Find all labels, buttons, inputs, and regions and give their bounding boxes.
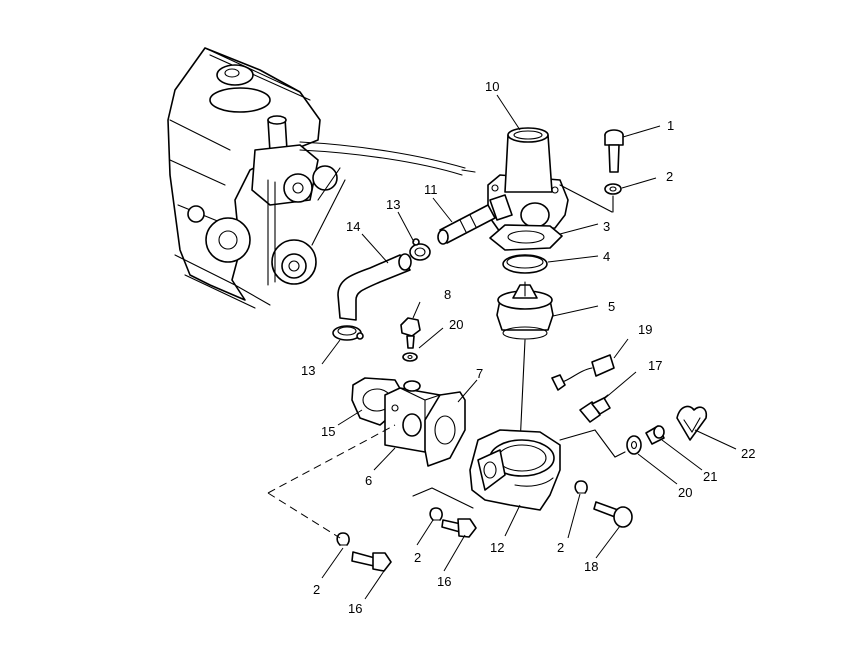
clamp-13-upper [409,238,431,261]
bolt-1-guide [559,184,613,213]
thermostat-housing [487,127,569,233]
assembly-line-right [559,429,626,458]
sensor-19 [551,354,615,391]
bolt-16-left [351,551,392,572]
washer-2-mid [429,507,443,521]
callout-2-top: 2 [666,169,673,184]
callout-2-right: 2 [557,540,564,555]
o-ring-4 [502,254,548,274]
callout-4: 4 [603,249,610,264]
callout-18: 18 [584,559,598,574]
callout-19: 19 [638,322,652,337]
assembly-line-mid [412,487,474,509]
washer-2-top [604,183,622,195]
callout-6: 6 [365,473,372,488]
callout-22: 22 [741,446,755,461]
callout-10: 10 [485,79,499,94]
callout-8: 8 [444,287,451,302]
callout-13-lower: 13 [301,363,315,378]
sensor-17 [579,394,611,423]
gasket-3 [489,224,563,251]
engine-block [167,47,476,309]
axis-line-housing [519,339,526,446]
clip-22 [676,405,708,441]
callout-16-left: 16 [348,601,362,616]
callout-11: 11 [424,182,438,197]
drain-plug-21 [645,425,665,445]
washer-20-lower [626,435,642,455]
leader-lines [321,94,737,600]
callout-5: 5 [608,299,615,314]
thermostat [496,281,554,340]
callout-20-lower: 20 [678,485,692,500]
washer-2-left [336,532,350,546]
callout-17: 17 [648,358,662,373]
bolt-16-mid [441,518,477,538]
bolt-1 [604,129,624,173]
washer-20-upper [402,352,418,362]
gasket-7 [424,391,466,467]
water-inlet-12 [469,429,561,511]
clamp-13-lower [332,325,364,341]
callout-2-left: 2 [313,582,320,597]
bolt-8 [400,317,421,349]
washer-2-right [574,480,588,494]
bolt-18 [593,501,633,528]
callout-20-upper: 20 [449,317,463,332]
callout-16-mid: 16 [437,574,451,589]
callout-14: 14 [346,219,360,234]
callout-21: 21 [703,469,717,484]
callout-13-upper: 13 [386,197,400,212]
callout-1: 1 [667,118,674,133]
callout-3: 3 [603,219,610,234]
assembly-line-bottom [267,492,341,539]
callout-2-mid: 2 [414,550,421,565]
callout-12: 12 [490,540,504,555]
hose-14 [337,253,412,321]
callout-7: 7 [476,366,483,381]
assembly-line-left [267,424,396,494]
hose-11 [437,204,496,245]
callout-15: 15 [321,424,335,439]
